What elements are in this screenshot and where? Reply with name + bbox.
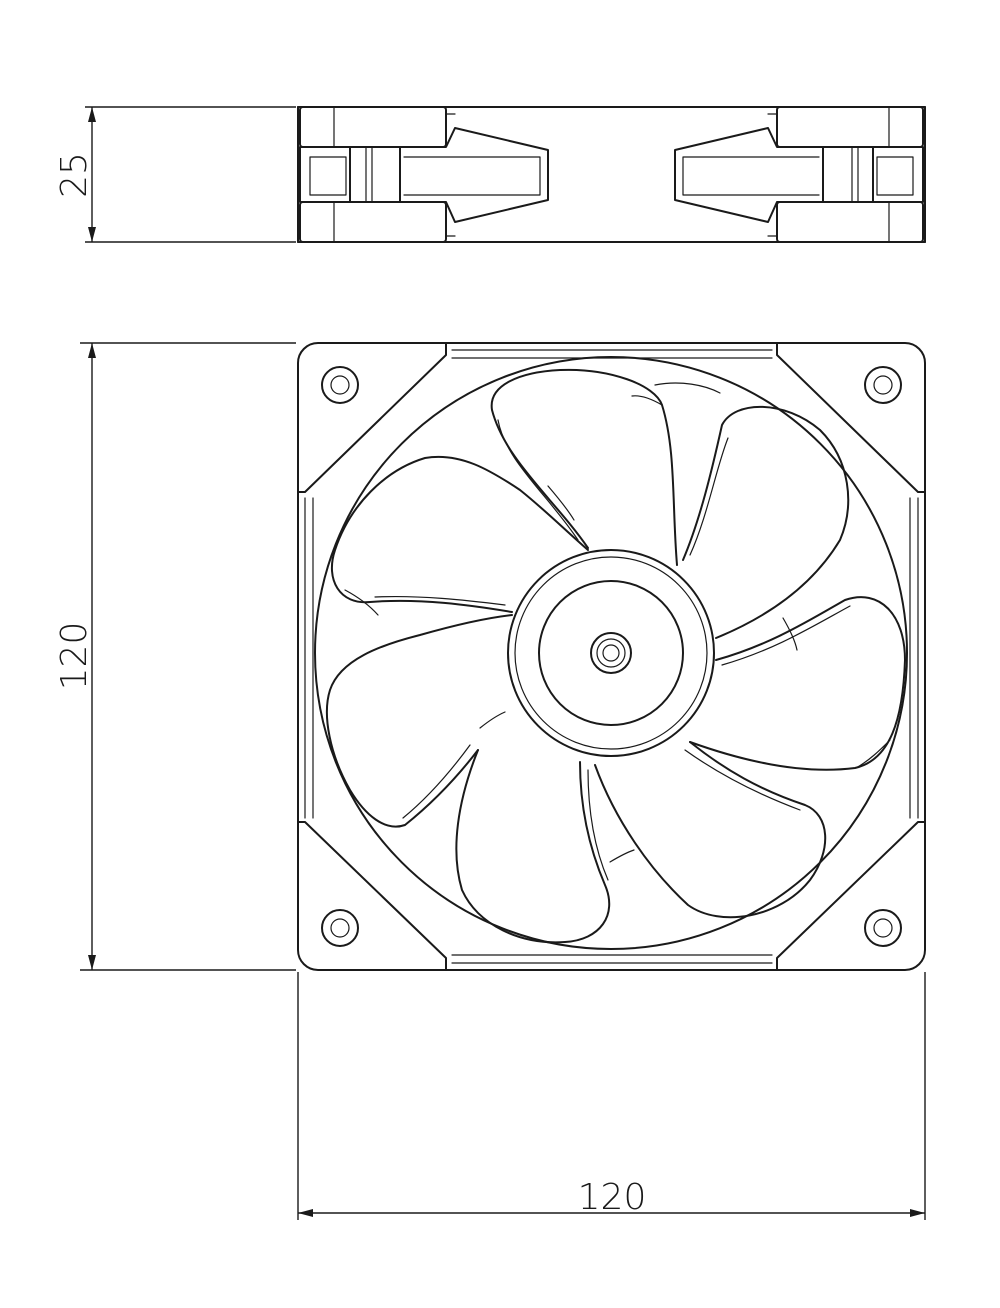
dimension-thickness-label: 25 — [54, 152, 95, 198]
dimension-height: 120 — [54, 342, 296, 971]
mounting-hole-top-left — [321, 366, 359, 404]
fan-hub — [507, 549, 715, 757]
mounting-hole-bottom-left — [321, 909, 359, 947]
dimension-width-label: 120 — [578, 1177, 647, 1218]
fan-front-view — [297, 342, 926, 971]
dimension-width: 120 — [297, 972, 926, 1220]
mounting-hole-bottom-right — [864, 909, 902, 947]
mounting-hole-top-right — [864, 366, 902, 404]
dimension-thickness: 25 — [54, 106, 296, 243]
fan-opening — [314, 356, 908, 950]
fan-side-view — [297, 106, 926, 243]
fan-blades — [325, 368, 906, 944]
dimension-height-label: 120 — [54, 622, 95, 691]
